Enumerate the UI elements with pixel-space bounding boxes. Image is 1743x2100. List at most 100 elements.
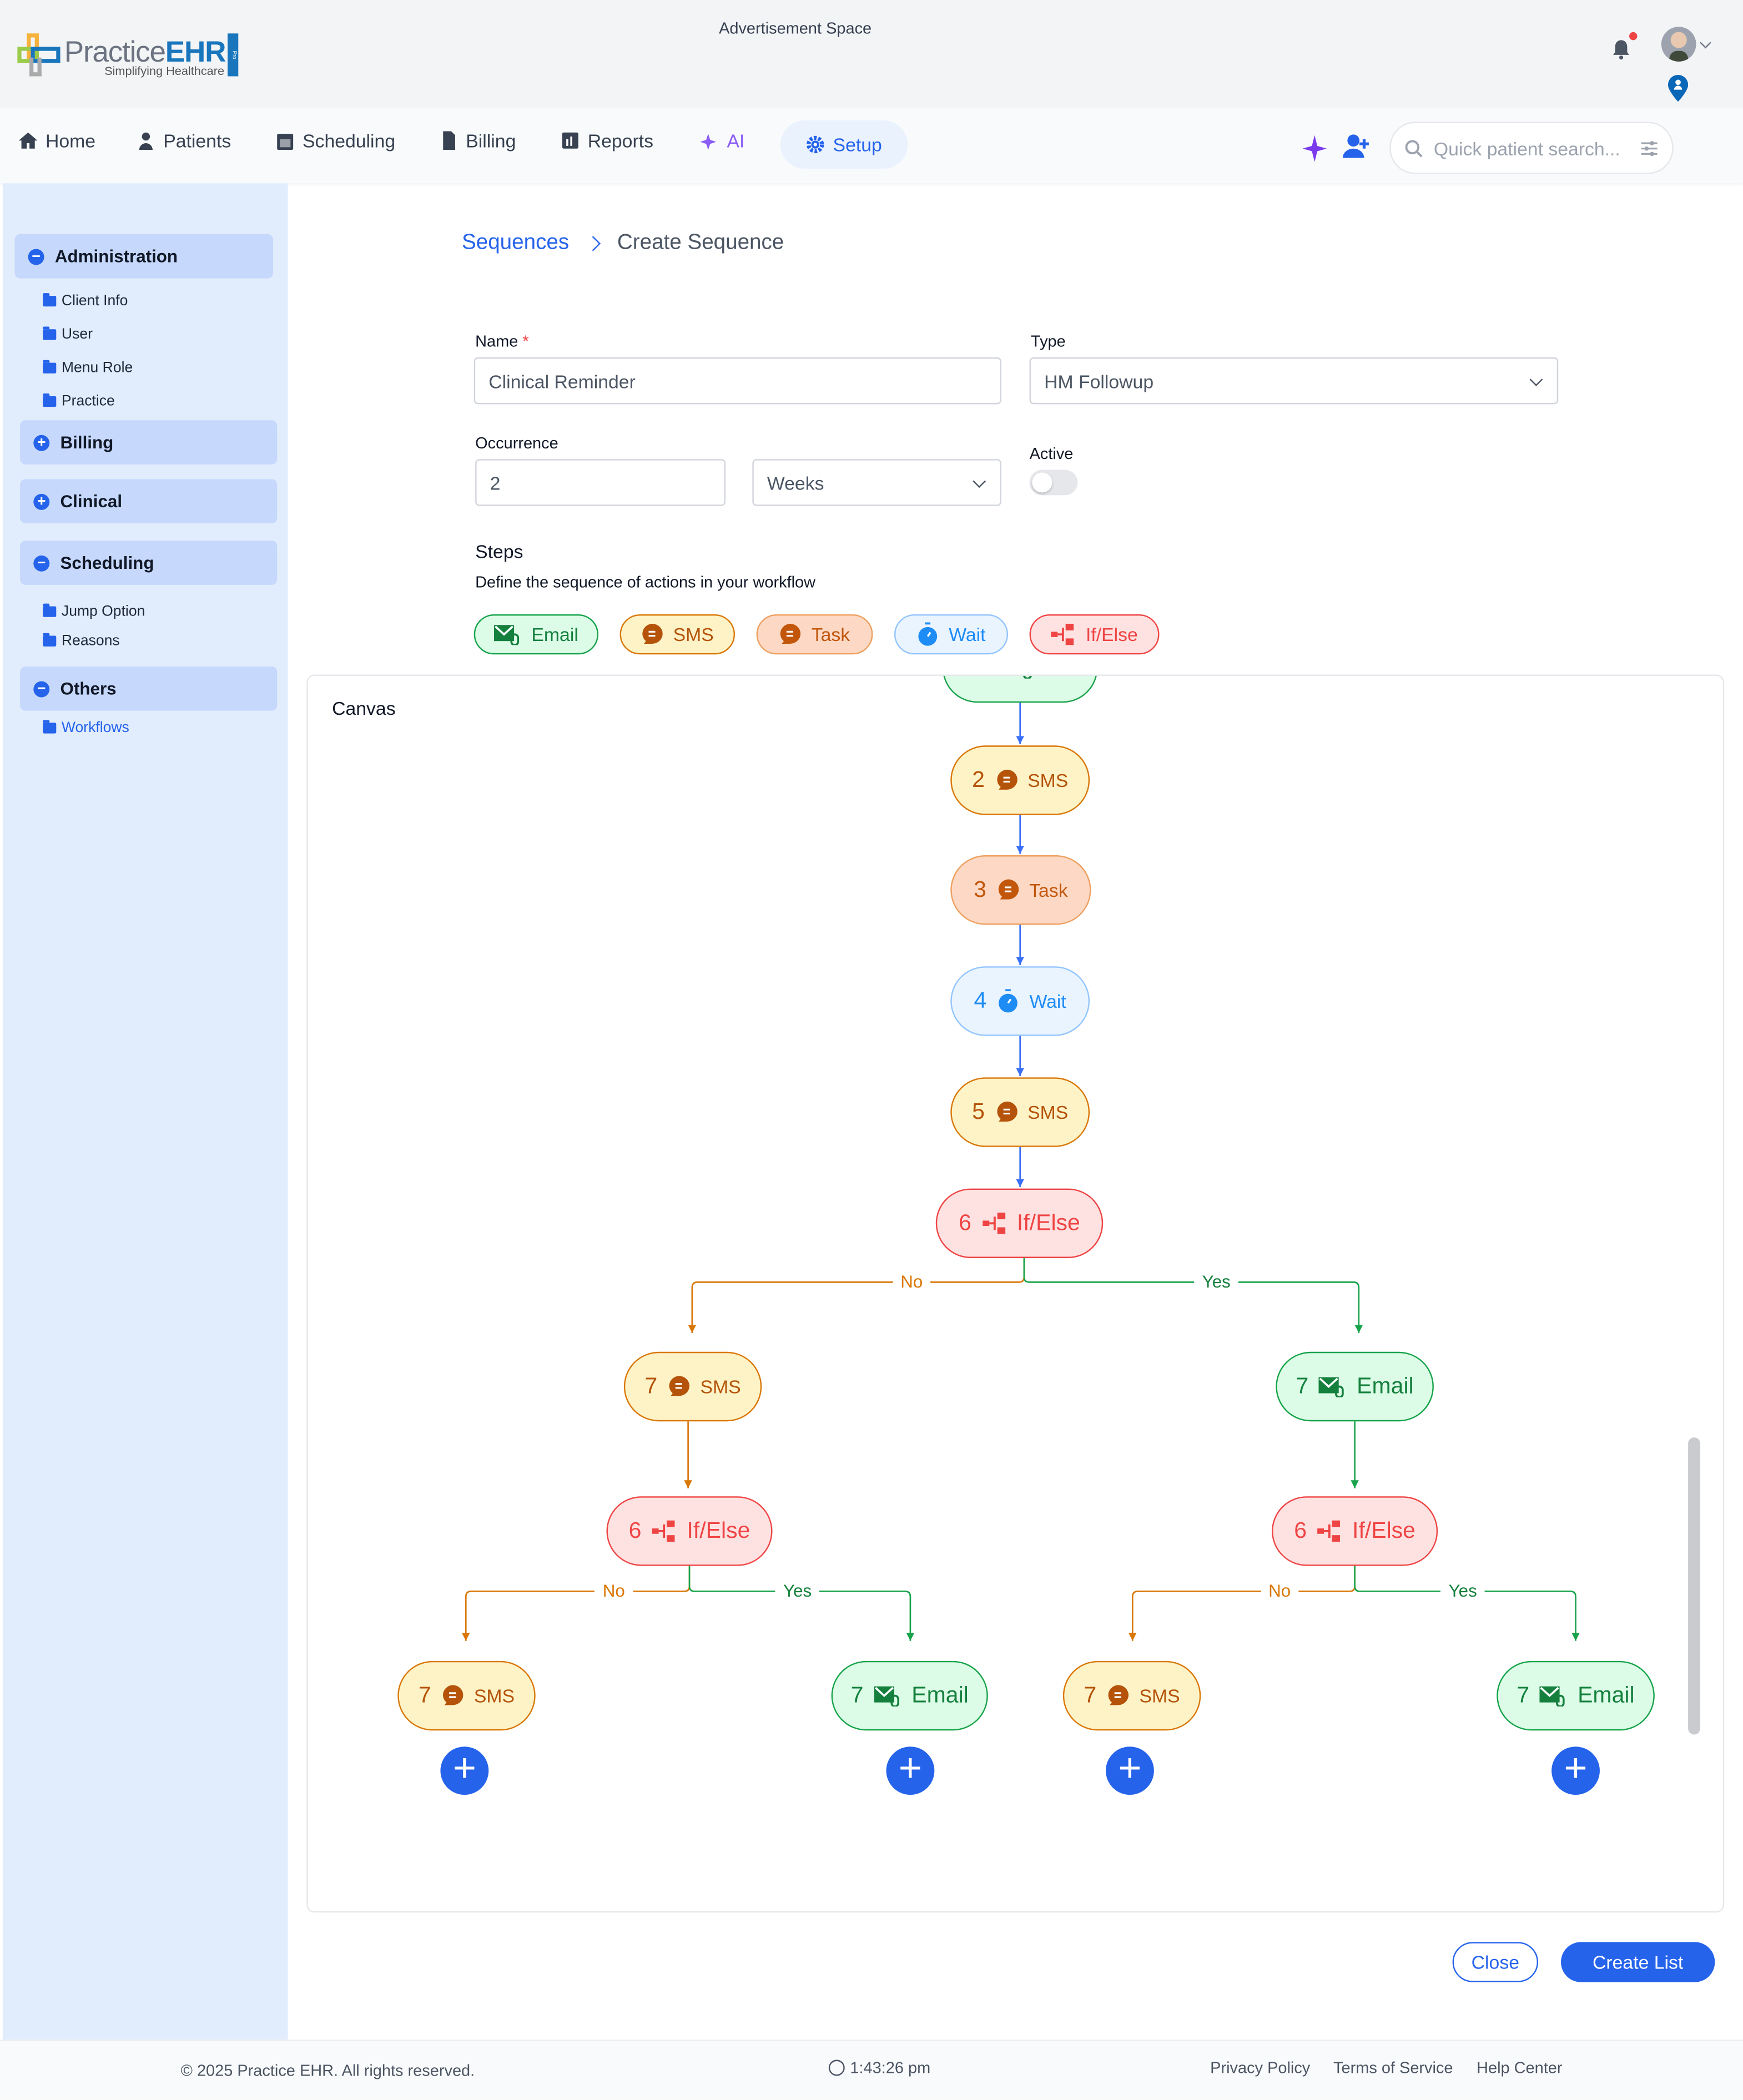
step-number: 6 [628, 1517, 642, 1543]
filter-sliders-icon[interactable] [1640, 139, 1659, 158]
type-select[interactable]: HM Followup [1029, 357, 1559, 405]
step-number: 7 [418, 1682, 431, 1708]
sidebar-item-user[interactable]: User [43, 326, 93, 342]
add-step-plus-button[interactable]: + [1551, 1746, 1600, 1795]
chart-icon [562, 132, 578, 149]
sidebar-item-jump-option[interactable]: Jump Option [43, 603, 145, 620]
sparkle-icon [700, 134, 717, 150]
search-input[interactable]: Quick patient search... [1433, 137, 1620, 159]
step-number: 7 [1084, 1682, 1097, 1708]
flow-node-sms[interactable]: 7 SMS [397, 1660, 536, 1731]
nav-home[interactable]: Home [18, 130, 95, 152]
flow-node-email[interactable]: 7 Email [1276, 1351, 1434, 1422]
step-number: 5 [972, 1098, 985, 1124]
collapse-icon: − [33, 680, 50, 697]
sidebar-item-workflows[interactable]: Workflows [43, 720, 129, 736]
bell-icon[interactable] [1612, 39, 1631, 60]
quick-patient-search[interactable]: Quick patient search... [1389, 122, 1674, 174]
sms-icon [1107, 1685, 1129, 1707]
nav-ai[interactable]: AI [700, 130, 744, 152]
canvas-scrollbar[interactable] [1688, 1437, 1700, 1735]
folder-icon [43, 293, 57, 307]
privacy-policy-link[interactable]: Privacy Policy [1210, 2058, 1311, 2077]
sidebar-item-practice[interactable]: Practice [43, 393, 115, 410]
breadcrumb-sequences-link[interactable]: Sequences [462, 231, 570, 255]
sidebar-section-clinical[interactable]: +Clinical [20, 479, 278, 523]
add-step-sms-button[interactable]: SMS [619, 614, 736, 655]
nav-reports[interactable]: Reports [561, 130, 653, 152]
occurrence-unit-select[interactable]: Weeks [752, 459, 1001, 506]
chevron-down-icon[interactable] [1700, 37, 1711, 49]
search-icon [1405, 139, 1423, 157]
branch-yes-label: Yes [1194, 1271, 1239, 1292]
name-input[interactable]: Clinical Reminder [473, 357, 1001, 405]
add-step-task-button[interactable]: Task [756, 614, 873, 655]
logo[interactable]: PracticeEHR [64, 34, 226, 68]
arrowhead-icon [1571, 1633, 1580, 1641]
sidebar-item-client-info[interactable]: Client Info [43, 293, 128, 309]
nav-billing[interactable]: Billing [439, 130, 516, 152]
sidebar-section-administration[interactable]: −Administration [14, 234, 273, 279]
task-icon [779, 623, 801, 645]
help-center-link[interactable]: Help Center [1477, 2058, 1563, 2077]
branch-yes [1023, 1258, 1360, 1334]
terms-of-service-link[interactable]: Terms of Service [1333, 2058, 1453, 2077]
calendar-icon [277, 134, 294, 150]
add-step-email-button[interactable]: Email [473, 614, 599, 655]
canvas-title: Canvas [332, 697, 396, 719]
type-label: Type [1030, 332, 1066, 351]
sidebar-section-others[interactable]: −Others [20, 667, 278, 711]
sidebar-item-menu-role[interactable]: Menu Role [43, 360, 133, 376]
branch-no-label: No [595, 1581, 633, 1601]
create-list-button[interactable]: Create List [1561, 1942, 1715, 1982]
arrowhead-icon [906, 1633, 915, 1641]
nav-setup[interactable]: Setup [780, 120, 908, 169]
occurrence-input[interactable]: 2 [475, 459, 726, 506]
ai-sparkle-icon[interactable] [1302, 135, 1327, 162]
active-toggle[interactable] [1029, 470, 1078, 496]
add-step-ifelse-button[interactable]: If/Else [1029, 614, 1160, 655]
add-step-plus-button[interactable]: + [440, 1746, 489, 1795]
add-step-plus-button[interactable]: + [1106, 1746, 1154, 1795]
breadcrumb-current: Create Sequence [617, 231, 784, 255]
branch-no-label: No [1260, 1581, 1299, 1601]
branch-no [691, 1258, 1025, 1334]
nav-patients[interactable]: Patients [137, 130, 231, 152]
step-number: 4 [974, 987, 987, 1013]
branch-no [465, 1566, 691, 1641]
branch-no [1131, 1566, 1356, 1641]
step-label: SMS [1027, 1101, 1069, 1123]
step-number: 2 [972, 766, 985, 792]
location-pin-icon[interactable] [1668, 75, 1689, 102]
step-label: Email [1357, 1373, 1414, 1399]
add-patient-icon[interactable] [1342, 134, 1372, 158]
sidebar-section-billing[interactable]: +Billing [20, 420, 278, 465]
task-icon [997, 879, 1019, 901]
clock-icon [828, 2059, 845, 2076]
close-button[interactable]: Close [1452, 1942, 1539, 1982]
add-step-plus-button[interactable]: + [886, 1746, 935, 1795]
step-number: 7 [1296, 1373, 1309, 1399]
sidebar-item-reasons[interactable]: Reasons [43, 633, 120, 649]
sidebar-section-scheduling[interactable]: −Scheduling [20, 541, 278, 585]
collapse-icon: − [28, 248, 44, 265]
step-label: SMS [473, 1685, 515, 1707]
flow-node-sms[interactable]: 5 SMS [950, 1077, 1090, 1147]
nav-scheduling[interactable]: Scheduling [276, 130, 395, 152]
avatar[interactable] [1661, 27, 1696, 62]
arrowhead-icon [1129, 1633, 1137, 1641]
add-step-wait-button[interactable]: Wait [894, 614, 1008, 655]
chevron-down-icon [1529, 372, 1543, 386]
flow-node-email[interactable] [942, 675, 1098, 703]
